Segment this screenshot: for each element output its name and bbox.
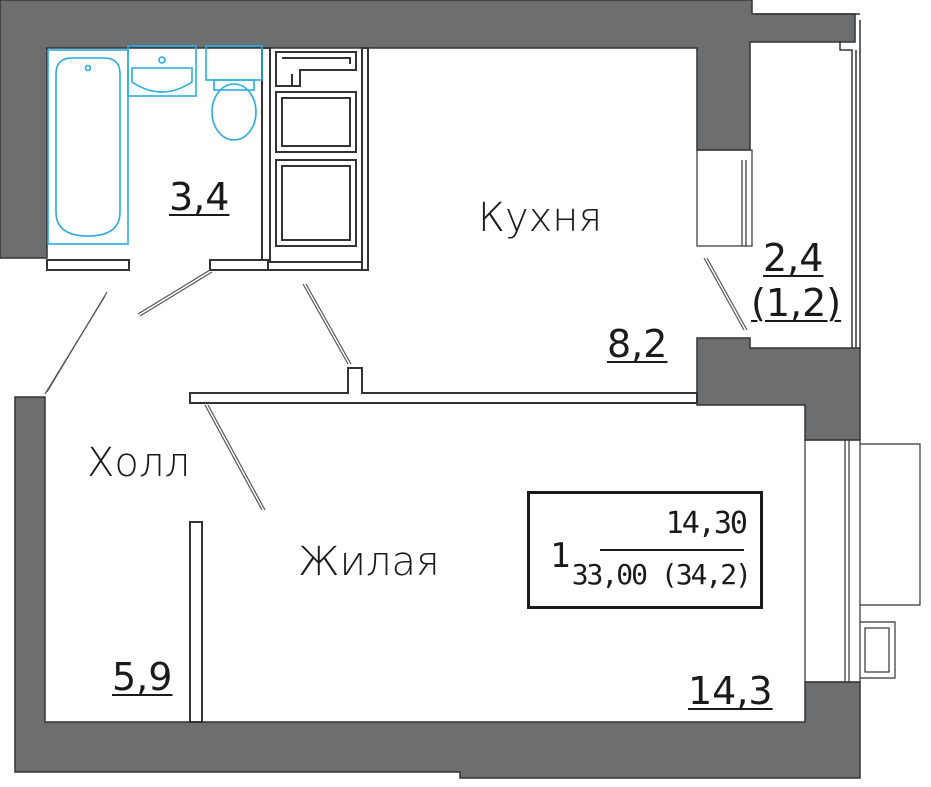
living-room-label: Жилая bbox=[298, 539, 440, 585]
wardrobe bbox=[275, 51, 357, 247]
balcony-area-reduced: (1,2) bbox=[751, 281, 842, 325]
hall-label: Холл bbox=[87, 440, 191, 486]
balcony-area: 2,4 bbox=[763, 236, 824, 280]
door-swings bbox=[44, 257, 748, 511]
living-area-total: 14,30 bbox=[665, 506, 748, 541]
bathroom-fixtures bbox=[47, 45, 263, 245]
kitchen-area: 8,2 bbox=[607, 322, 668, 366]
balcony-door bbox=[696, 149, 753, 247]
total-area: 33,00 (34,2) bbox=[571, 558, 752, 591]
apartment-summary: 1 14,30 33,00 (34,2) bbox=[527, 491, 763, 609]
living-room-area: 14,3 bbox=[688, 669, 773, 713]
hall-area: 5,9 bbox=[112, 655, 173, 699]
balcony-outline bbox=[755, 13, 861, 348]
kitchen-label: Кухня bbox=[478, 195, 603, 241]
room-count: 1 bbox=[550, 536, 571, 576]
fraction-line bbox=[600, 549, 744, 551]
bathroom-area: 3,4 bbox=[169, 175, 230, 219]
interior-walls bbox=[46, 47, 698, 723]
living-window bbox=[804, 439, 921, 683]
